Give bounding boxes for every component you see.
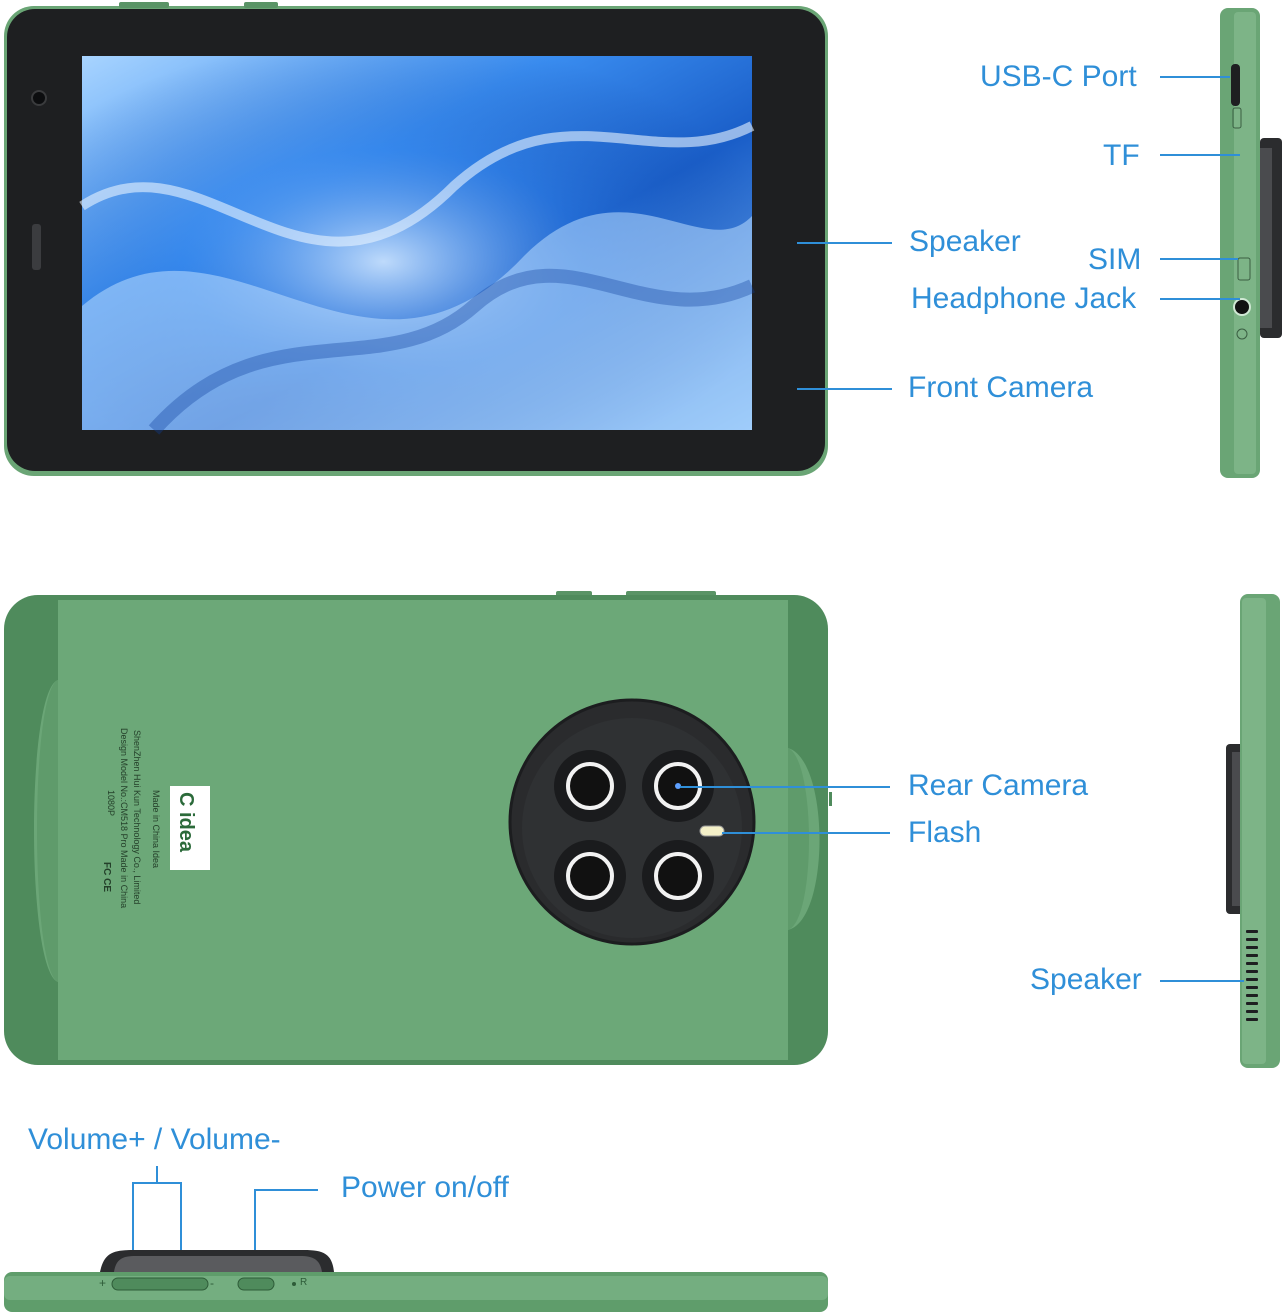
side-speaker-grille — [1246, 930, 1258, 1021]
volume-label: Volume+ / Volume- — [28, 1123, 281, 1156]
brand-logo-box — [170, 786, 210, 870]
rear-camera-label: Rear Camera — [908, 769, 1089, 802]
flash-shape — [699, 825, 725, 837]
tf-label: TF — [1103, 139, 1140, 172]
tablet-top-edge-graphic — [4, 1250, 828, 1312]
power-button-shape — [237, 1277, 275, 1291]
sim-leader — [1160, 258, 1238, 260]
usb-c-port-label: USB-C Port — [980, 60, 1137, 93]
speaker-front-leader — [797, 242, 892, 244]
volume-bracket-left — [132, 1182, 134, 1282]
tablet-side-view-top — [1218, 8, 1282, 478]
brand-logo: C idea — [175, 792, 197, 853]
cert-text: 1080P — [106, 790, 116, 817]
model-text: Design Model No.:CM518 Pro Made in China — [119, 728, 129, 909]
rear-camera-leader — [680, 786, 890, 788]
reset-mark: R — [300, 1277, 308, 1288]
tablet-side-graphic — [1220, 8, 1282, 478]
manufacturer-text: ShenZhen Hui Kun Technology Co., Limited — [132, 730, 142, 905]
headphone-jack-leader — [1160, 298, 1240, 300]
rear-lens-bottom-left — [554, 840, 626, 912]
front-camera-label: Front Camera — [908, 371, 1094, 404]
tablet-front-view — [4, 2, 828, 476]
volume-minus-mark: - — [210, 1276, 214, 1290]
tablet-front-graphic — [4, 2, 828, 476]
rear-lens-top-left — [554, 750, 626, 822]
speaker-side-label: Speaker — [1030, 963, 1142, 996]
volume-button-shape — [111, 1277, 209, 1291]
tablet-side-bottom-graphic — [1226, 594, 1280, 1068]
tablet-top-edge-view — [4, 1248, 830, 1314]
tablet-back-graphic — [4, 591, 832, 1065]
made-in-text: Made in China Idea — [151, 790, 161, 869]
tf-leader — [1160, 154, 1240, 156]
fc-ce-text: FC CE — [101, 862, 112, 892]
tablet-side-view-bottom — [1226, 594, 1282, 1068]
volume-bracket-top — [132, 1182, 182, 1184]
speaker-side-leader — [1160, 980, 1244, 982]
headphone-jack-label: Headphone Jack — [911, 282, 1137, 315]
sim-label: SIM — [1088, 243, 1142, 276]
power-label: Power on/off — [341, 1171, 509, 1204]
volume-bracket-right — [180, 1182, 182, 1282]
volume-bracket-stem — [156, 1166, 158, 1182]
power-leader-vertical — [254, 1189, 256, 1282]
volume-plus-mark: + — [99, 1276, 107, 1290]
flash-label: Flash — [908, 816, 982, 849]
rear-lens-bottom-right — [642, 840, 714, 912]
usb-c-port-shape — [1231, 64, 1240, 106]
power-leader-top — [254, 1189, 318, 1191]
usb-c-port-leader — [1160, 76, 1230, 78]
front-camera-leader — [797, 388, 892, 390]
tablet-back-view — [4, 590, 832, 1068]
speaker-front-label: Speaker — [909, 225, 1021, 258]
flash-leader — [722, 832, 890, 834]
